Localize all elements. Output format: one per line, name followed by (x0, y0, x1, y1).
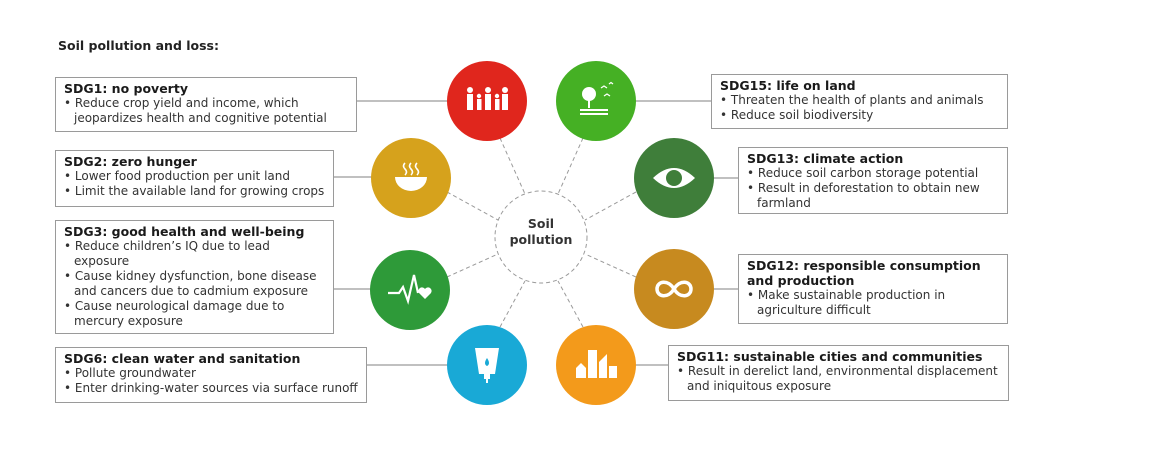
sdg1-circle (447, 61, 527, 141)
sdg6-bullet: Enter drinking-water sources via surface… (64, 381, 358, 396)
sdg2-bullet: Lower food production per unit land (64, 169, 325, 184)
sdg12-heading: SDG12: responsible consumption and produ… (747, 258, 981, 288)
sdg15-bullet: Reduce soil biodiversity (720, 108, 999, 123)
sdg3-heading: SDG3: good health and well-being (64, 224, 305, 239)
sdg3-bullet: Cause kidney dysfunction, bone disease a… (64, 269, 325, 299)
sdg3-bullet: Cause neurological damage due to mercury… (64, 299, 325, 329)
sdg11-circle (556, 325, 636, 405)
sdg13-box: SDG13: climate action Reduce soil carbon… (738, 147, 1008, 214)
sdg1-box: SDG1: no poverty Reduce crop yield and i… (55, 77, 357, 132)
sdg6-bullet: Pollute groundwater (64, 366, 358, 381)
center-label-line2: pollution (509, 232, 573, 247)
sdg15-heading: SDG15: life on land (720, 78, 856, 93)
sdg2-bullet: Limit the available land for growing cro… (64, 184, 325, 199)
infinity-icon (655, 280, 693, 298)
sdg1-bullet: Reduce crop yield and income, which jeop… (64, 96, 348, 126)
eye-globe-icon (653, 168, 695, 188)
sdg13-bullet: Reduce soil carbon storage potential (747, 166, 999, 181)
diagram-title: Soil pollution and loss: (58, 38, 219, 53)
sdg11-bullet: Result in derelict land, environmental d… (677, 364, 1000, 394)
sdg15-box: SDG15: life on land Threaten the health … (711, 74, 1008, 129)
sdg13-bullet: Result in deforestation to obtain new fa… (747, 181, 999, 211)
heartbeat-icon (388, 274, 432, 305)
center-dashed-circle (494, 190, 588, 284)
sdg15-bullet: Threaten the health of plants and animal… (720, 93, 999, 108)
center-label: Soil pollution (496, 216, 586, 248)
sdg12-bullet: Make sustainable production in agricultu… (747, 288, 999, 318)
sdg11-heading: SDG11: sustainable cities and communitie… (677, 349, 983, 364)
sdg6-circle (447, 325, 527, 405)
sdg3-box: SDG3: good health and well-being Reduce … (55, 220, 334, 334)
sdg2-circle (371, 138, 451, 218)
sdg13-heading: SDG13: climate action (747, 151, 904, 166)
food-bowl-icon (395, 162, 427, 191)
sdg12-circle (634, 249, 714, 329)
center-label-line1: Soil (527, 216, 555, 231)
city-buildings-icon (576, 350, 617, 378)
sdg12-box: SDG12: responsible consumption and produ… (738, 254, 1008, 324)
sdg2-box: SDG2: zero hunger Lower food production … (55, 150, 334, 207)
sdg6-box: SDG6: clean water and sanitation Pollute… (55, 347, 367, 403)
sdg15-circle (556, 61, 636, 141)
sdg2-heading: SDG2: zero hunger (64, 154, 197, 169)
water-drop-icon (475, 348, 499, 383)
sdg6-heading: SDG6: clean water and sanitation (64, 351, 301, 366)
sdg3-bullet: Reduce children’s IQ due to lead exposur… (64, 239, 325, 269)
sdg11-box: SDG11: sustainable cities and communitie… (668, 345, 1009, 401)
sdg1-heading: SDG1: no poverty (64, 81, 188, 96)
family-icon (467, 87, 508, 110)
sdg13-circle (634, 138, 714, 218)
sdg3-circle (370, 250, 450, 330)
tree-birds-icon (580, 81, 614, 115)
